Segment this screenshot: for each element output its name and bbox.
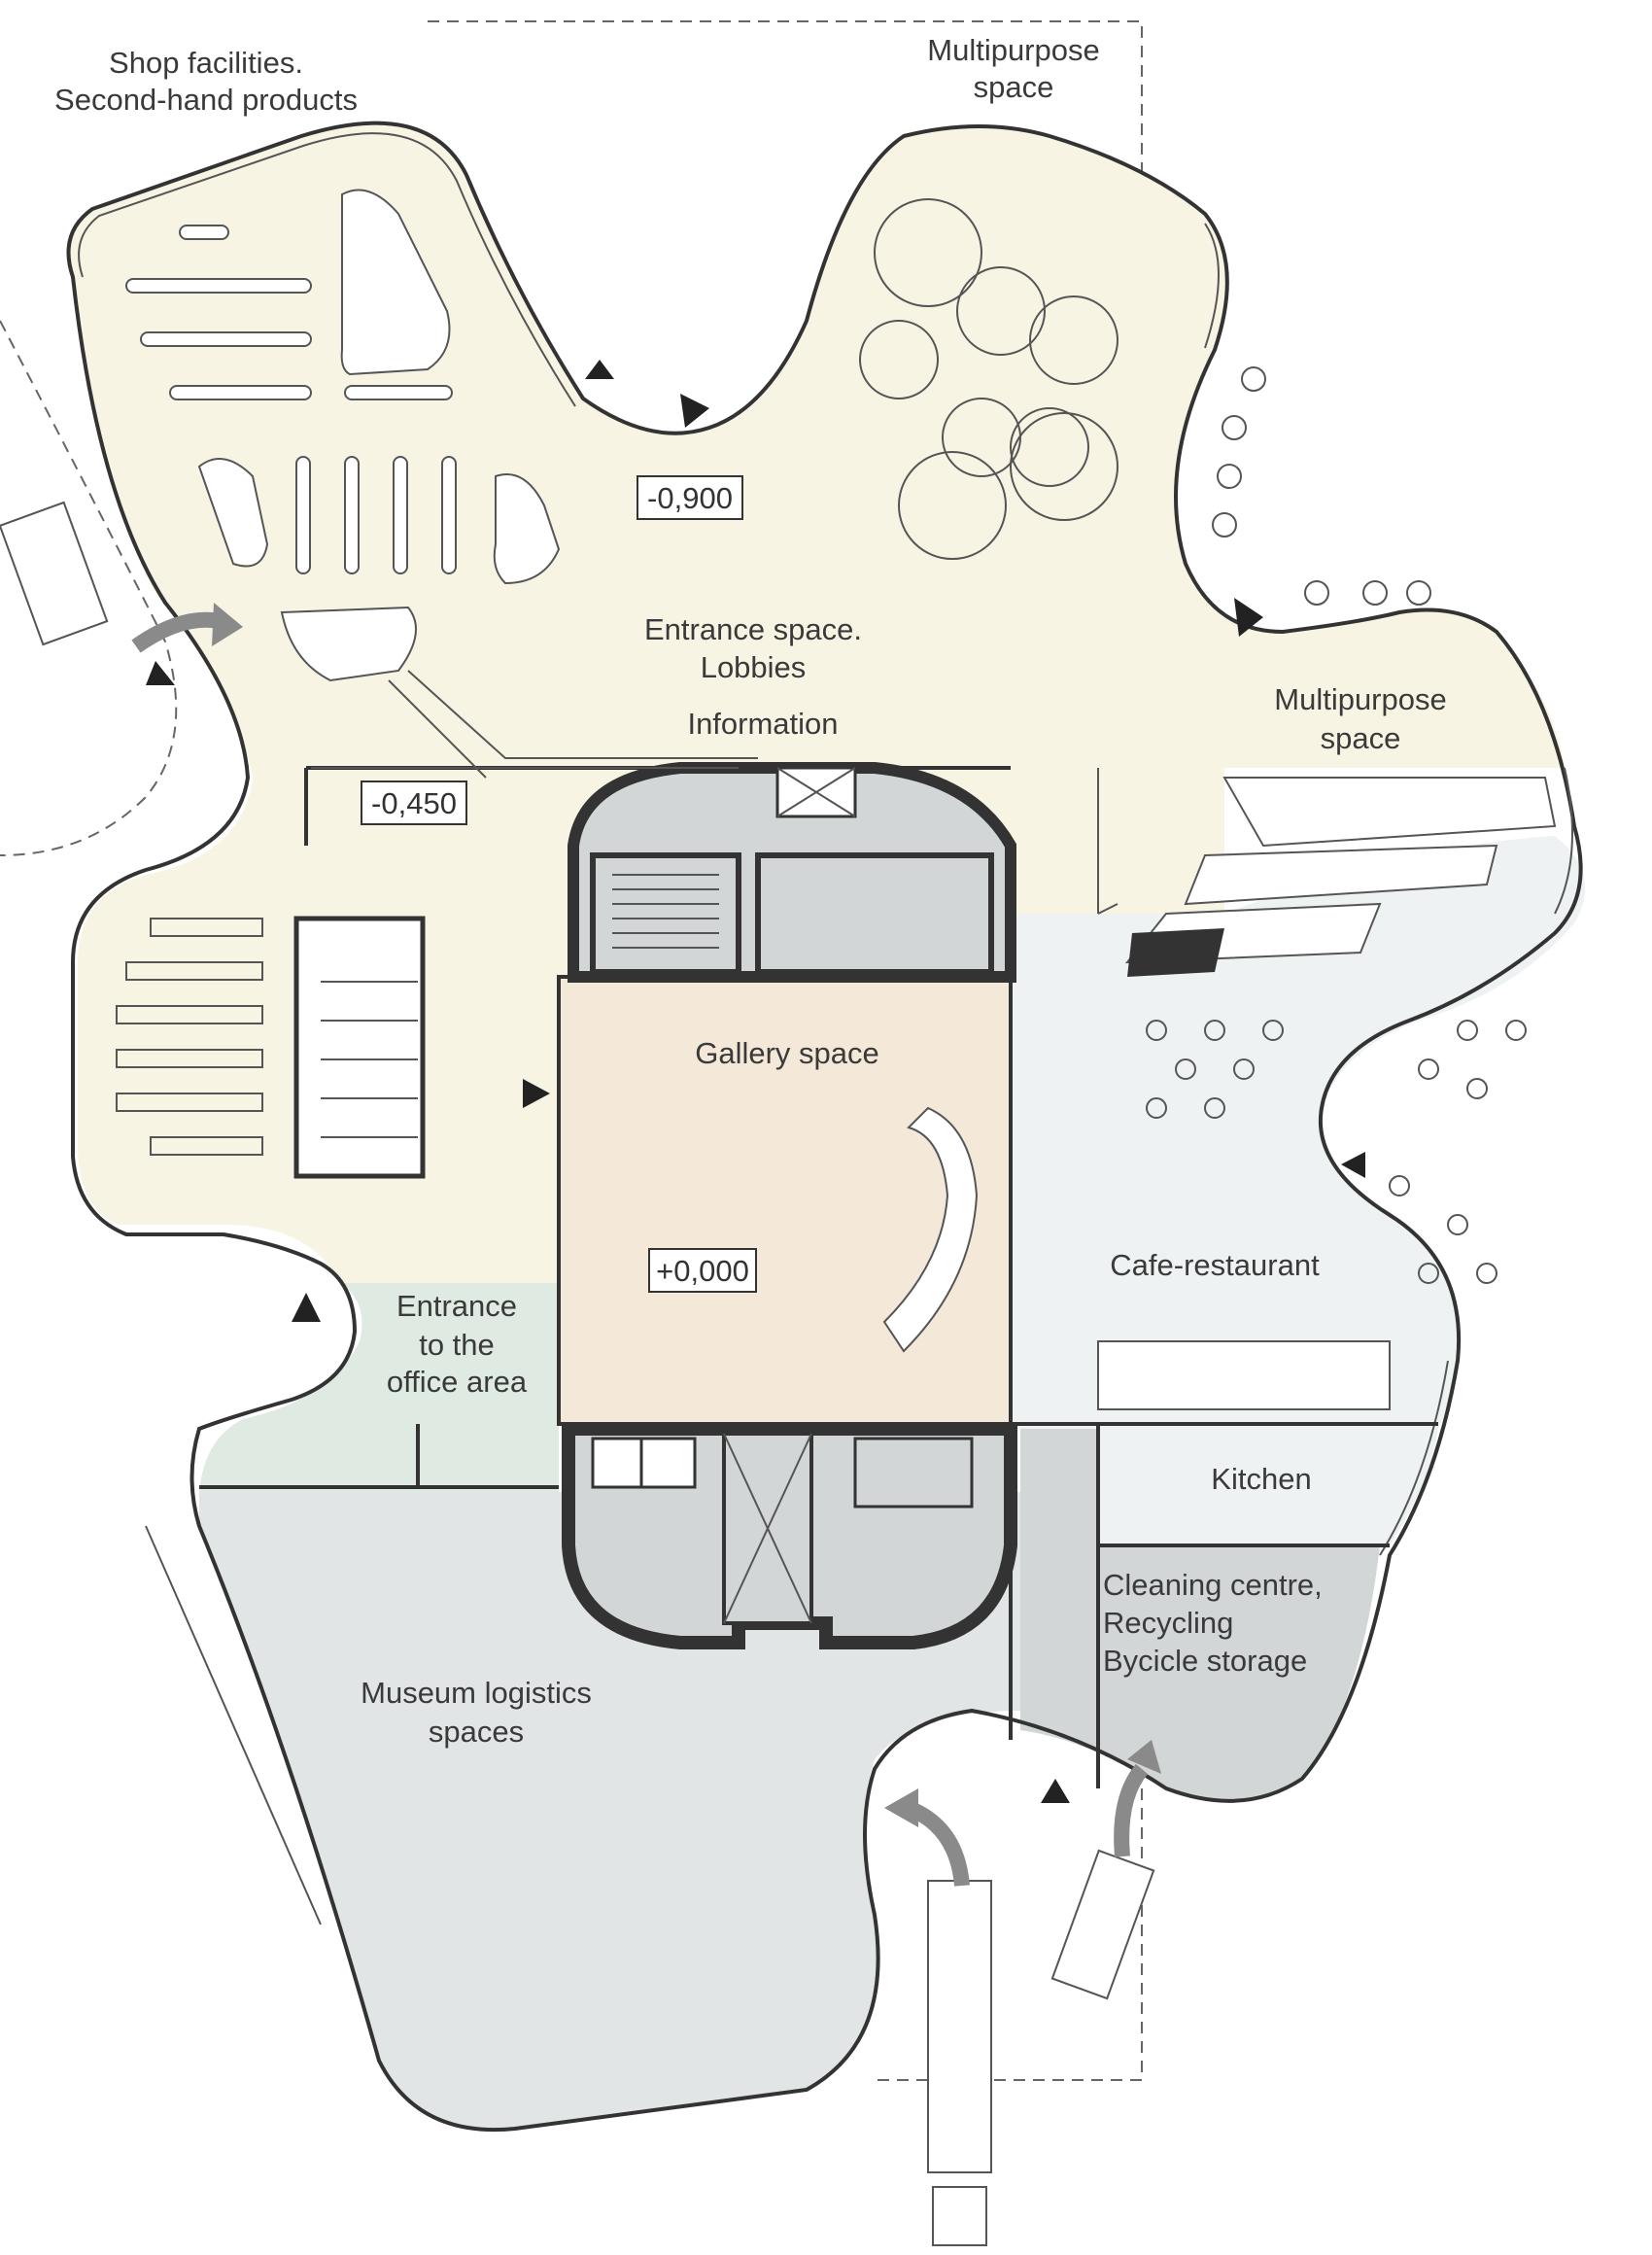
cafe-zone xyxy=(1011,836,1586,1429)
museum-logistics-label-line-2: spaces xyxy=(429,1715,524,1749)
entrance-lobbies-label-line-1: Entrance space. xyxy=(644,612,862,646)
kitchen-label: Kitchen xyxy=(1211,1462,1311,1496)
multipurpose-top-label-line-2: space xyxy=(974,70,1054,104)
multipurpose-top-label-line-1: Multipurpose xyxy=(927,33,1099,67)
information-label: Information xyxy=(687,707,838,741)
service-zone xyxy=(1020,1429,1380,1801)
core-top xyxy=(568,762,1016,983)
toilet-block xyxy=(293,916,426,1179)
shop-label-line-2: Second-hand products xyxy=(54,83,358,117)
vehicles xyxy=(0,501,1155,2246)
office-entrance-label-line-2: to the xyxy=(419,1328,495,1362)
level-tag-gallery: +0,000 xyxy=(648,1248,757,1293)
bar-counter xyxy=(1097,1340,1391,1410)
office-entrance-label-line-1: Entrance xyxy=(396,1289,517,1323)
core-bottom xyxy=(562,1422,1017,1649)
outer-wall xyxy=(66,121,1583,2133)
gallery-zone xyxy=(557,975,1013,1426)
outdoor-seating xyxy=(1212,366,1431,606)
kitchen-zone xyxy=(1098,1429,1438,1545)
outer-wall-inner-line xyxy=(78,132,1573,1556)
multipurpose-right-label-line-1: Multipurpose xyxy=(1274,682,1446,716)
lobby-zone xyxy=(68,122,1565,1284)
cleaning-label-line-3: Bycicle storage xyxy=(1103,1644,1307,1678)
level-ramp-text: -0,450 xyxy=(371,786,457,820)
cafe-tables xyxy=(1146,1020,1527,1284)
multipurpose-right-label-line-2: space xyxy=(1321,721,1401,755)
gallery-label: Gallery space xyxy=(695,1036,879,1070)
level-tag-ramp: -0,450 xyxy=(361,781,467,825)
museum-logistics-label-line-1: Museum logistics xyxy=(361,1676,592,1710)
curved-arrow-icon xyxy=(131,603,1161,1887)
shop-shelving xyxy=(125,189,561,682)
multipurpose-seating xyxy=(859,198,1119,560)
cafe-label: Cafe-restaurant xyxy=(1110,1248,1320,1282)
tree-row xyxy=(145,1525,322,1925)
seating-rows xyxy=(116,918,263,1156)
office-entrance-zone xyxy=(199,1283,559,1492)
level-lobby-text: -0,900 xyxy=(647,481,733,515)
level-tag-lobby: -0,900 xyxy=(637,475,743,520)
office-entrance-label-line-3: office area xyxy=(387,1365,528,1399)
ramp xyxy=(311,670,1119,915)
tiered-seating xyxy=(1124,777,1557,977)
access-road-curve xyxy=(0,320,178,856)
shop-label-line-1: Shop facilities. xyxy=(109,46,303,80)
triangle-entrance-icon xyxy=(146,360,1365,1803)
cleaning-label-line-1: Cleaning centre, xyxy=(1103,1568,1323,1602)
level-gallery-text: +0,000 xyxy=(656,1254,749,1288)
museum-logistics-zone xyxy=(199,1492,1020,2131)
cleaning-label-line-2: Recycling xyxy=(1103,1606,1233,1640)
entrance-lobbies-label-line-2: Lobbies xyxy=(701,650,807,684)
gallery-bench xyxy=(882,1106,979,1353)
